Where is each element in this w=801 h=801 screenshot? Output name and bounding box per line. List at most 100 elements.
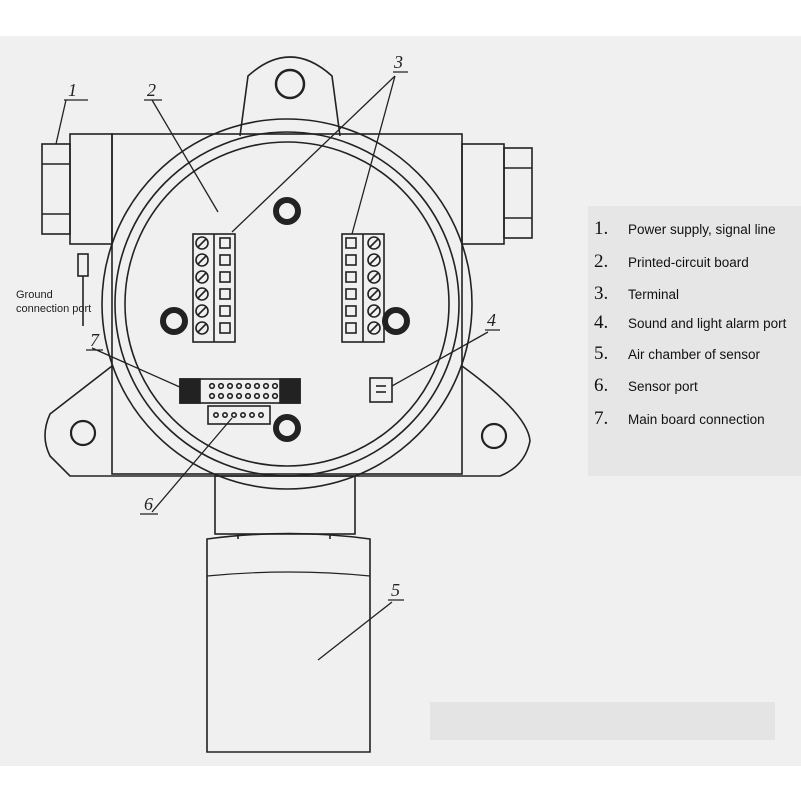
sensor-pin <box>257 411 264 418</box>
bottom-flange <box>44 365 531 477</box>
callout-6: 6 <box>144 494 153 514</box>
right-cable-gland <box>461 143 533 245</box>
legend-text: Air chamber of sensor <box>628 347 761 362</box>
terminal-slot <box>345 237 357 249</box>
terminal-screw-icon <box>367 270 381 284</box>
top-ear-hole <box>274 68 306 100</box>
top-mounting-ear <box>239 56 341 137</box>
connector-pin <box>253 392 261 400</box>
sensor-pin <box>231 411 238 418</box>
legend-number: 1. <box>594 218 609 239</box>
terminal-slot <box>219 271 231 283</box>
legend-panel: 1. Power supply, signal line 2. Printed-… <box>588 206 801 476</box>
sensor-pin <box>213 411 220 418</box>
sensor-pin <box>222 411 229 418</box>
sensor-pin <box>240 411 247 418</box>
terminal-screw-icon <box>367 304 381 318</box>
connector-pin <box>271 382 279 390</box>
sensor-pin <box>249 411 256 418</box>
connector-pin <box>226 392 234 400</box>
legend-number: 3. <box>594 283 609 304</box>
legend-number: 7. <box>594 408 609 429</box>
ground-connection-label: Ground connection port <box>16 288 91 316</box>
legend-text: Sound and light alarm port <box>628 316 787 331</box>
legend-item: 3. Terminal <box>594 283 679 305</box>
terminal-slot <box>219 305 231 317</box>
terminal-slot <box>219 288 231 300</box>
sensor-port-connector <box>207 405 271 425</box>
callout-2: 2 <box>147 80 156 100</box>
blank-caption-box <box>430 702 775 740</box>
legend-item: 2. Printed-circuit board <box>594 251 749 273</box>
terminal-slot <box>345 271 357 283</box>
connector-pin <box>208 392 216 400</box>
left-flange-hole <box>69 419 97 447</box>
terminal-screw-icon <box>367 253 381 267</box>
terminal-screw-icon <box>195 304 209 318</box>
callout-7: 7 <box>90 330 100 350</box>
screw-boss-right <box>382 307 410 335</box>
terminal-slot <box>345 288 357 300</box>
ground-label-line-1: Ground <box>16 289 53 301</box>
ground-screw <box>77 253 89 277</box>
diagram-area: 1 2 3 4 5 6 7 Ground connection port 1. … <box>0 36 801 766</box>
left-cable-gland <box>41 133 113 245</box>
callout-5: 5 <box>391 580 400 600</box>
gas-detector-drawing: 1 2 3 4 5 6 7 <box>41 52 533 753</box>
legend-text: Printed-circuit board <box>628 255 749 270</box>
legend-text: Sensor port <box>628 379 698 394</box>
connector-pin <box>235 382 243 390</box>
middle-ring <box>114 131 460 477</box>
terminal-slot <box>219 237 231 249</box>
legend-item: 6. Sensor port <box>594 375 698 397</box>
connector-pin <box>271 392 279 400</box>
terminal-screw-icon <box>195 321 209 335</box>
legend-number: 5. <box>594 343 609 364</box>
terminal-screw-icon <box>195 236 209 250</box>
right-flange-hole <box>480 422 508 450</box>
leader-lines <box>55 71 500 661</box>
connector-pin <box>235 392 243 400</box>
screw-boss-left <box>160 307 188 335</box>
legend-text: Main board connection <box>628 412 765 427</box>
legend-text: Terminal <box>628 287 680 302</box>
terminal-slot <box>345 322 357 334</box>
callout-4: 4 <box>487 310 496 330</box>
connector-pin <box>253 382 261 390</box>
connector-pin <box>217 392 225 400</box>
terminal-slot <box>345 254 357 266</box>
main-board-connector <box>179 378 301 404</box>
screw-boss-top <box>273 197 301 225</box>
legend-item: 4. Sound and light alarm port <box>594 312 786 334</box>
connector-pin <box>262 382 270 390</box>
legend-number: 6. <box>594 375 609 396</box>
connector-pin <box>208 382 216 390</box>
terminal-screw-icon <box>367 321 381 335</box>
legend-item: 5. Air chamber of sensor <box>594 343 760 365</box>
terminal-screw-icon <box>367 236 381 250</box>
legend-number: 4. <box>594 312 609 333</box>
terminal-screw-icon <box>367 287 381 301</box>
legend-item: 7. Main board connection <box>594 408 765 430</box>
terminal-screw-icon <box>195 270 209 284</box>
alarm-port-connector <box>369 377 393 403</box>
sensor-chamber <box>206 532 371 753</box>
legend-item: 1. Power supply, signal line <box>594 218 776 240</box>
right-terminal-block <box>341 233 385 343</box>
connector-pin <box>262 392 270 400</box>
ground-label-line-2: connection port <box>16 303 92 315</box>
terminal-slot <box>345 305 357 317</box>
callout-3: 3 <box>393 52 403 72</box>
connector-pin <box>244 392 252 400</box>
callout-1: 1 <box>68 80 77 100</box>
legend-text: Power supply, signal line <box>628 222 776 237</box>
legend-number: 2. <box>594 251 609 272</box>
left-terminal-block <box>192 233 236 343</box>
connector-pin <box>244 382 252 390</box>
terminal-screw-icon <box>195 287 209 301</box>
connector-pin <box>226 382 234 390</box>
inner-ring <box>124 141 450 467</box>
sensor-neck <box>214 475 356 535</box>
terminal-slot <box>219 254 231 266</box>
outer-ring <box>101 118 473 490</box>
